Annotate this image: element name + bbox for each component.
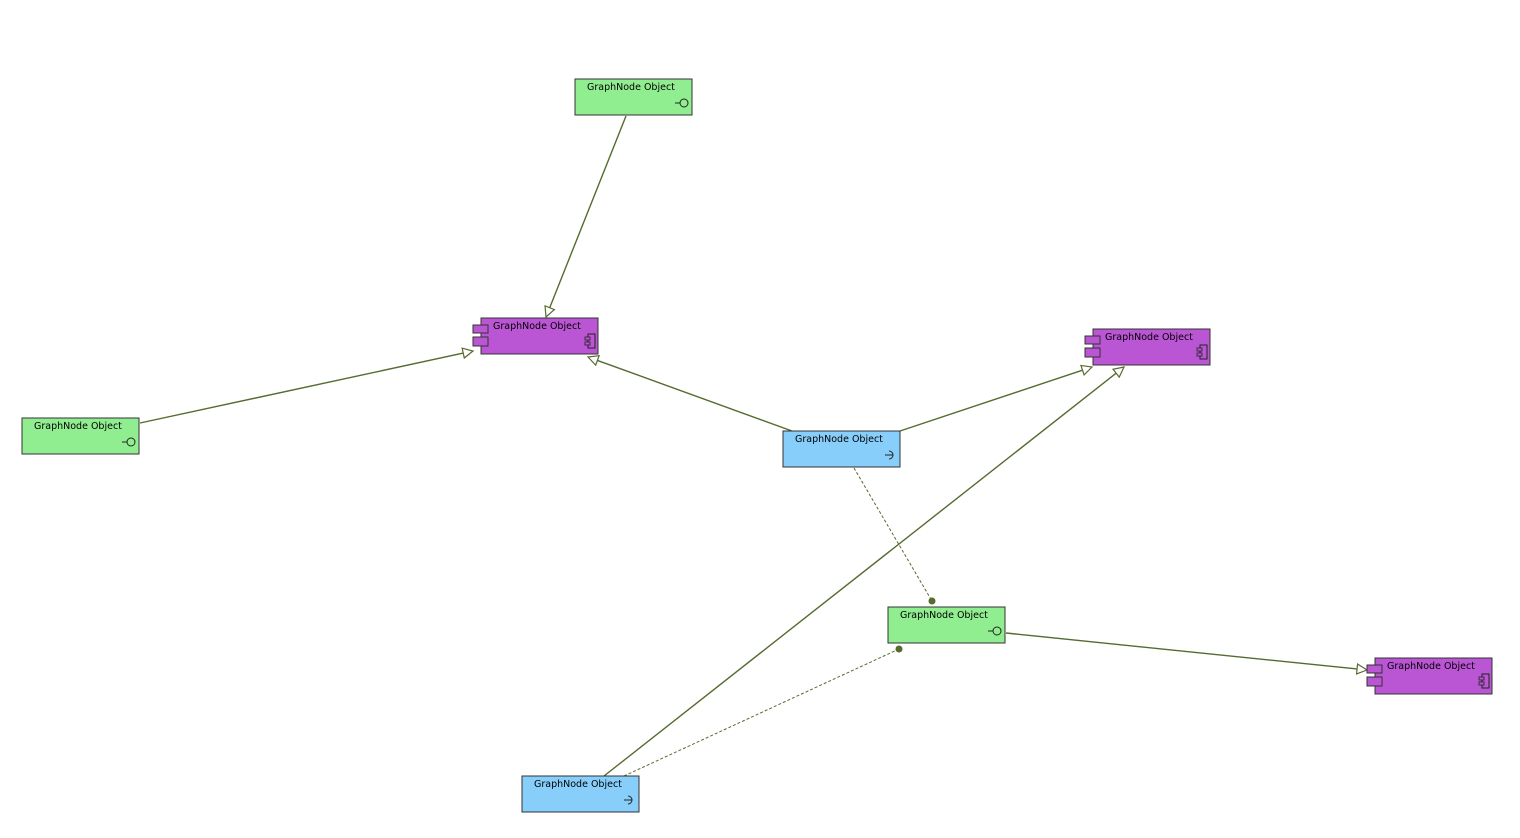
node-label: GraphNode Object: [900, 610, 988, 621]
required-node[interactable]: GraphNode Object: [521, 775, 640, 813]
node-box: [574, 78, 693, 116]
edge-n1-n2[interactable]: [544, 115, 627, 319]
realization-line: [899, 369, 1083, 432]
node-label: GraphNode Object: [587, 82, 675, 93]
edge-n3-n2[interactable]: [139, 347, 475, 424]
hollow-arrowhead-icon: [1355, 662, 1369, 675]
usage-line: [853, 467, 931, 599]
ball-end-icon: [928, 597, 936, 605]
component-icon: [1196, 344, 1208, 360]
component-node[interactable]: GraphNode Object: [1084, 328, 1211, 366]
usage-line: [623, 649, 897, 777]
hollow-arrowhead-icon: [1111, 366, 1126, 379]
node-box: [521, 775, 640, 813]
node-label: GraphNode Object: [1105, 332, 1193, 343]
node-label: GraphNode Object: [493, 321, 581, 332]
ball-end-icon: [895, 645, 903, 653]
interface-node[interactable]: GraphNode Object: [574, 78, 693, 116]
port-icon: [1366, 676, 1383, 687]
hollow-arrowhead-icon: [1080, 364, 1094, 377]
edge-n8-n4[interactable]: [603, 366, 1126, 777]
interface-node[interactable]: GraphNode Object: [887, 606, 1006, 644]
edge-n6-n7[interactable]: [1005, 632, 1369, 675]
realization-line: [603, 372, 1117, 777]
component-icon: [584, 333, 596, 349]
edge-n5-n6[interactable]: [853, 467, 936, 605]
node-label: GraphNode Object: [534, 779, 622, 790]
realization-line: [1005, 632, 1358, 670]
node-box: [887, 606, 1006, 644]
node-label: GraphNode Object: [34, 421, 122, 432]
edge-n5-n2[interactable]: [586, 355, 793, 432]
realization-line: [549, 115, 627, 308]
node-box: [480, 317, 599, 355]
interface-node[interactable]: GraphNode Object: [21, 417, 140, 455]
hollow-arrowhead-icon: [544, 304, 556, 319]
hollow-arrowhead-icon: [461, 347, 475, 360]
port-icon: [1084, 347, 1101, 358]
edge-n5-n4[interactable]: [899, 364, 1094, 432]
edges-layer: [139, 115, 1369, 777]
port-icon: [472, 336, 489, 347]
socket-icon: [885, 450, 894, 460]
node-box: [1374, 657, 1493, 695]
socket-icon: [624, 795, 633, 805]
node-box: [1092, 328, 1211, 366]
node-label: GraphNode Object: [795, 434, 883, 445]
lollipop-icon: [122, 437, 136, 447]
component-node[interactable]: GraphNode Object: [1366, 657, 1493, 695]
realization-line: [139, 352, 464, 424]
port-icon: [1084, 335, 1101, 345]
hollow-arrowhead-icon: [586, 355, 601, 367]
lollipop-icon: [675, 98, 689, 108]
port-icon: [1366, 664, 1383, 674]
lollipop-icon: [988, 626, 1002, 636]
component-icon: [1478, 673, 1490, 689]
required-node[interactable]: GraphNode Object: [782, 430, 901, 468]
port-icon: [472, 324, 489, 334]
component-node[interactable]: GraphNode Object: [472, 317, 599, 355]
node-box: [21, 417, 140, 455]
node-label: GraphNode Object: [1387, 661, 1475, 672]
edge-n8-n6[interactable]: [623, 645, 903, 777]
realization-line: [597, 359, 793, 432]
node-box: [782, 430, 901, 468]
